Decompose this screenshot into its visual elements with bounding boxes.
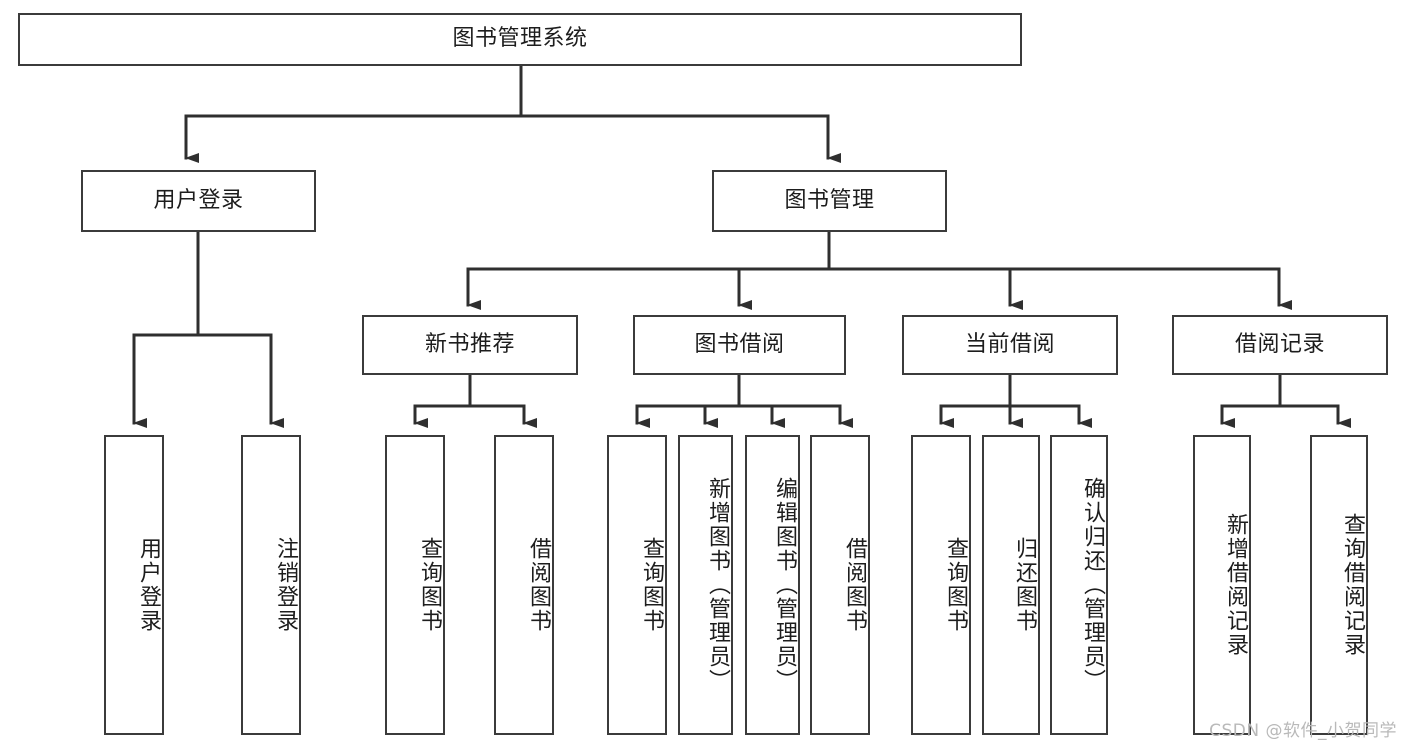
leaf-current-borrow-return[interactable]: 归还图书	[982, 435, 1040, 735]
leaf-user-login-signin[interactable]: 用户登录	[104, 435, 164, 735]
csdn-watermark: CSDN @软件_小贺同学	[1209, 721, 1397, 741]
leaf-book-borrow-query[interactable]: 查询图书	[607, 435, 667, 735]
node-book-management[interactable]: 图书管理	[712, 170, 947, 232]
leaf-book-borrow-edit-admin[interactable]: 编辑图书（管理员）	[745, 435, 800, 735]
node-book-borrow[interactable]: 图书借阅	[633, 315, 846, 375]
leaf-book-borrow-borrow[interactable]: 借阅图书	[810, 435, 870, 735]
leaf-user-login-signout[interactable]: 注销登录	[241, 435, 301, 735]
leaf-borrow-record-add[interactable]: 新增借阅记录	[1193, 435, 1251, 735]
leaf-new-book-query[interactable]: 查询图书	[385, 435, 445, 735]
node-current-borrow[interactable]: 当前借阅	[902, 315, 1118, 375]
leaf-current-borrow-confirm-admin[interactable]: 确认归还（管理员）	[1050, 435, 1108, 735]
node-root-system[interactable]: 图书管理系统	[18, 13, 1022, 66]
leaf-book-borrow-add-admin[interactable]: 新增图书（管理员）	[678, 435, 733, 735]
leaf-new-book-borrow[interactable]: 借阅图书	[494, 435, 554, 735]
node-borrow-record[interactable]: 借阅记录	[1172, 315, 1388, 375]
node-user-login[interactable]: 用户登录	[81, 170, 316, 232]
leaf-current-borrow-query[interactable]: 查询图书	[911, 435, 971, 735]
node-new-book-recommend[interactable]: 新书推荐	[362, 315, 578, 375]
leaf-borrow-record-query[interactable]: 查询借阅记录	[1310, 435, 1368, 735]
